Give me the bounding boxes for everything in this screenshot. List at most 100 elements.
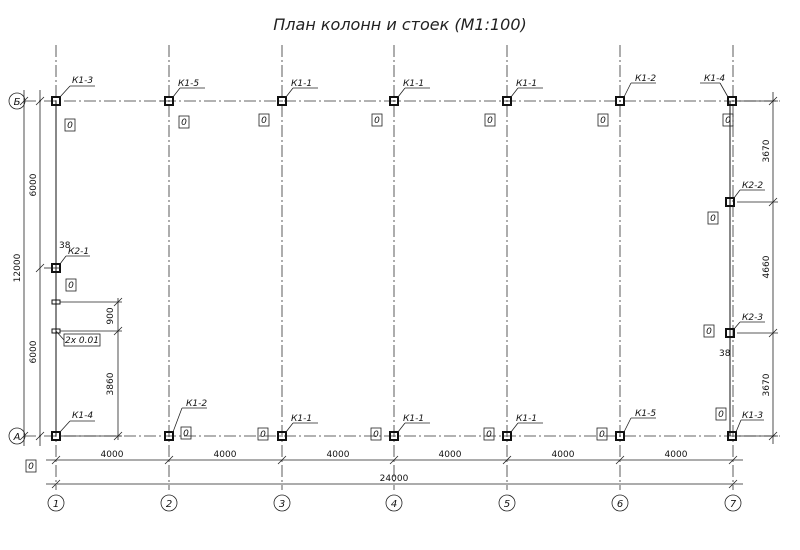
level-markers: 2x 0.01 900 3860 <box>51 297 123 441</box>
leader-line <box>733 189 741 199</box>
axis-label-5: 5 <box>504 499 510 510</box>
axis-bubbles-x: 1 2 3 4 5 6 7 <box>47 494 742 512</box>
axis-label-2: 2 <box>166 499 172 510</box>
leader-line <box>623 82 632 98</box>
right-dimension-chain: 3670 4660 3670 <box>737 92 778 444</box>
leader-line <box>285 422 294 433</box>
column-marker <box>502 96 512 106</box>
column-label: К1-3 <box>742 411 763 421</box>
dim-tick <box>615 455 625 465</box>
axis-bubble-2 <box>160 494 178 512</box>
zero-label: 0 <box>183 429 189 439</box>
dim-tick <box>728 479 738 489</box>
column-label: К1-4 <box>704 74 725 84</box>
dim-left-12000: 12000 <box>13 253 23 282</box>
axis-label-7: 7 <box>730 499 737 510</box>
axis-bubble-4 <box>385 494 403 512</box>
column-label: К1-1 <box>516 79 537 89</box>
axis-bubble-a <box>8 427 26 445</box>
zero-box <box>64 118 76 132</box>
dim-tick <box>389 455 399 465</box>
dim-tick <box>19 96 29 106</box>
zero-box <box>715 407 727 421</box>
zero-box <box>370 427 382 441</box>
dim-left-6000-bottom: 6000 <box>29 340 39 363</box>
column-marker <box>277 96 287 106</box>
drawing-title: План колонн и стоек (М1:100) <box>273 15 526 34</box>
horizontal-grid-lines <box>24 100 780 437</box>
dim-left-6000-top: 6000 <box>29 173 39 196</box>
zero-label: 0 <box>374 116 380 126</box>
column-marker <box>389 431 399 441</box>
zero-box <box>25 459 37 473</box>
zero-box <box>703 324 715 338</box>
leader-line <box>59 85 71 98</box>
zero-label: 0 <box>261 116 267 126</box>
axis-label-b: Б <box>14 97 21 108</box>
leader-line <box>55 330 65 341</box>
column-label: К1-1 <box>403 79 424 89</box>
dim-tick <box>768 96 778 106</box>
zero-label: 0 <box>181 118 187 128</box>
column-label: К1-1 <box>403 414 424 424</box>
leader-line <box>59 255 67 265</box>
column-label: К1-5 <box>635 409 656 419</box>
column-label: К1-5 <box>178 79 199 89</box>
column-marker <box>727 96 737 106</box>
axis-label-4: 4 <box>391 499 397 510</box>
post-marker <box>725 197 735 207</box>
leader-line <box>59 420 71 433</box>
dim-tick <box>113 326 123 336</box>
leader-line <box>510 87 519 98</box>
level-label-box <box>63 333 101 347</box>
dim-tick <box>768 197 778 207</box>
dim-right-3670-top: 3670 <box>762 139 772 162</box>
zero-label: 0 <box>706 327 712 337</box>
post-label: К2-2 <box>742 181 763 191</box>
column-marker <box>615 431 625 441</box>
column-label: К1-1 <box>291 79 312 89</box>
column-marker <box>164 431 174 441</box>
column-marker <box>389 96 399 106</box>
leader-line <box>172 407 183 433</box>
dim-tick <box>51 455 61 465</box>
dim-tick <box>768 431 778 441</box>
zero-label: 0 <box>68 281 74 291</box>
posts: К2-1 0 38 К2-2 0 К2-3 0 38 <box>44 181 765 359</box>
zero-label: 0 <box>487 116 493 126</box>
columns-bottom-row: К1-4 0 К1-2 0 К1-1 0 К1-1 0 К1-1 0 <box>25 399 764 473</box>
zero-box <box>483 427 495 441</box>
axis-bubble-7 <box>724 494 742 512</box>
leader-line <box>397 87 406 98</box>
axis-label-a: А <box>13 432 21 443</box>
leader-line <box>735 419 742 433</box>
column-label: К1-3 <box>72 76 93 86</box>
dim-tick <box>768 328 778 338</box>
dim-bottom-2: 4000 <box>214 450 237 460</box>
axis-bubbles-y: Б А <box>8 92 26 445</box>
column-label: К1-4 <box>72 411 93 421</box>
dim-tick <box>19 431 29 441</box>
zero-box <box>597 113 609 127</box>
post-marker <box>725 328 735 338</box>
dim-tick <box>51 479 61 489</box>
zero-label: 0 <box>373 430 379 440</box>
axis-bubble-6 <box>611 494 629 512</box>
vertical-grid-lines <box>55 45 734 490</box>
dim-900: 900 <box>106 307 116 324</box>
dim-bottom-6: 4000 <box>665 450 688 460</box>
dim-bottom-total: 24000 <box>380 474 409 484</box>
axis-bubble-1 <box>47 494 65 512</box>
zero-label: 0 <box>67 121 73 131</box>
zero-box <box>722 113 734 127</box>
dim-tick <box>728 455 738 465</box>
zero-box <box>178 115 190 129</box>
bottom-dimension-chain: 4000 4000 4000 4000 4000 4000 24000 <box>46 450 743 489</box>
zero-box <box>257 427 269 441</box>
column-label: К1-1 <box>291 414 312 424</box>
zero-label: 0 <box>725 116 731 126</box>
zero-label: 0 <box>710 214 716 224</box>
zero-label: 0 <box>600 116 606 126</box>
leader-line <box>510 422 519 433</box>
offset-label-right: 38 <box>719 349 731 359</box>
